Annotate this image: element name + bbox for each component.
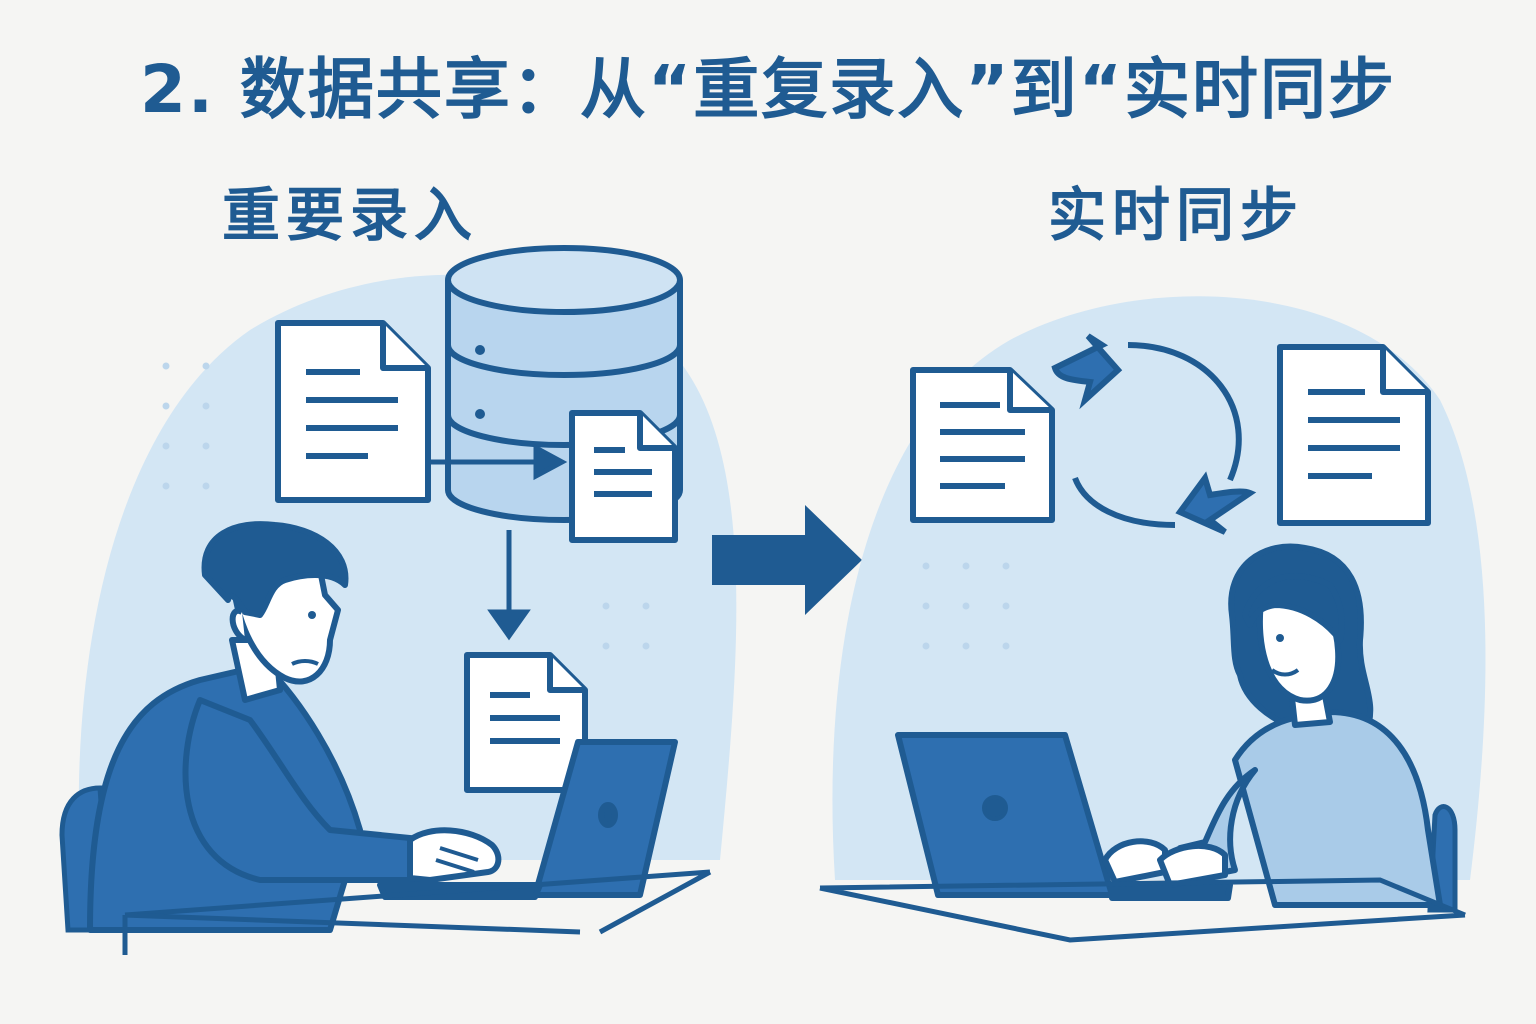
arrow-down-icon [487, 530, 531, 641]
desk [122, 869, 712, 955]
document-icon [275, 320, 431, 503]
document-icon-small [569, 410, 678, 543]
desk-right [819, 877, 1466, 943]
right-panel-label: 实时同步 [1048, 181, 1305, 249]
left-panel [59, 245, 737, 955]
document-icon-sync-source [910, 367, 1055, 523]
right-panel [819, 296, 1486, 943]
right-dot-grid [910, 555, 1020, 655]
transition-arrow-icon [712, 505, 862, 615]
left-dot-grid [150, 360, 240, 500]
document-icon-lower [464, 652, 588, 793]
person-icon-woman [1102, 543, 1443, 908]
document-icon-sync-target [1277, 344, 1431, 526]
person-icon [87, 521, 502, 933]
arrow-right-icon [428, 443, 568, 481]
page-title: 2. 数据共享：从“重复录入”到“实时同步 [139, 51, 1397, 128]
left-dot-grid-2 [575, 580, 665, 670]
sync-cycle-icon [1051, 333, 1257, 535]
left-panel-label: 重要录入 [222, 181, 479, 249]
